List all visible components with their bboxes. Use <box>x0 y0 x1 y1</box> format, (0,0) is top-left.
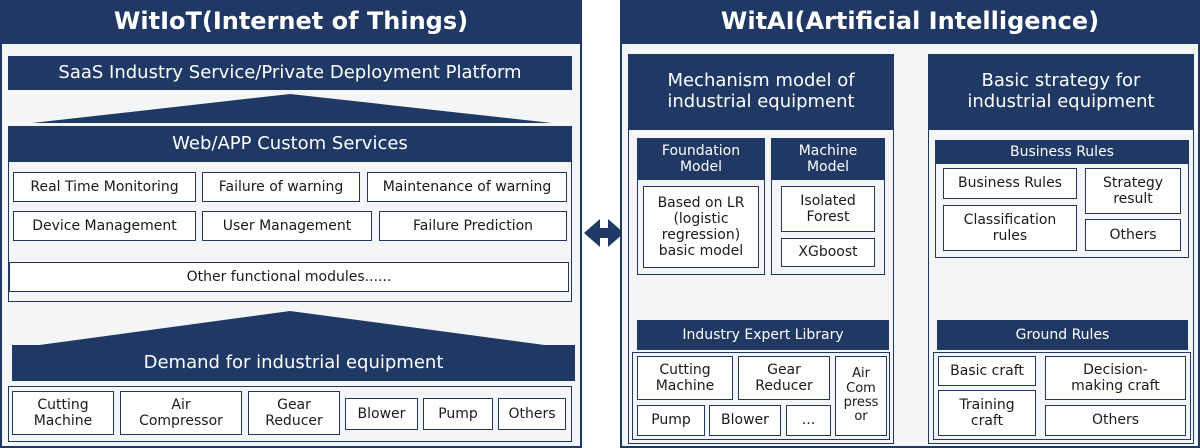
other-functional-modules: Other functional modules...... <box>9 262 569 292</box>
service-device-management: Device Management <box>13 211 196 241</box>
library-air-compressor: Air Com press or <box>835 356 887 436</box>
library-blower: Blower <box>709 405 781 436</box>
ground-rules-title: Ground Rules <box>937 320 1188 350</box>
library-gear-reducer: Gear Reducer <box>738 356 830 400</box>
equipment-gear-reducer: Gear Reducer <box>248 391 340 435</box>
iot-ai-double-arrow <box>584 219 624 247</box>
rule-strategy-result: Strategy result <box>1085 168 1181 214</box>
library-more: ... <box>786 405 831 436</box>
craft-decision-making: Decision- making craft <box>1045 356 1186 400</box>
craft-basic: Basic craft <box>938 356 1036 386</box>
platform-support-triangle <box>32 94 552 346</box>
industry-expert-library-banner: Industry Expert Library <box>637 320 889 350</box>
equipment-pump: Pump <box>423 398 493 430</box>
service-maintenance-warning: Maintenance of warning <box>367 172 567 202</box>
craft-others: Others <box>1045 405 1186 436</box>
rule-others: Others <box>1085 219 1181 251</box>
witiot-title: WitIoT(Internet of Things) <box>0 0 582 44</box>
business-rules-title: Business Rules <box>935 140 1189 164</box>
rule-business-rules: Business Rules <box>943 168 1077 199</box>
library-pump: Pump <box>637 405 705 436</box>
equipment-others: Others <box>498 398 566 430</box>
craft-training: Training craft <box>938 390 1036 436</box>
service-failure-prediction: Failure Prediction <box>379 211 567 241</box>
library-cutting-machine: Cutting Machine <box>637 356 733 400</box>
basic-strategy-banner: Basic strategy for industrial equipment <box>928 54 1194 130</box>
service-real-time-monitoring: Real Time Monitoring <box>13 172 196 202</box>
machine-model-title: Machine Model <box>771 138 885 180</box>
equipment-cutting-machine: Cutting Machine <box>12 391 114 435</box>
isolated-forest: Isolated Forest <box>781 186 875 232</box>
equipment-air-compressor: Air Compressor <box>120 391 242 435</box>
equipment-blower: Blower <box>345 398 418 430</box>
service-failure-warning: Failure of warning <box>202 172 360 202</box>
web-app-services-banner: Web/APP Custom Services <box>8 126 572 162</box>
witai-title: WitAI(Artificial Intelligence) <box>620 0 1200 44</box>
lr-basic-model: Based on LR (logistic regression) basic … <box>643 186 759 268</box>
rule-classification: Classification rules <box>943 205 1077 251</box>
service-user-management: User Management <box>202 211 372 241</box>
xgboost: XGboost <box>781 238 875 267</box>
foundation-model-title: Foundation Model <box>637 138 765 180</box>
saas-platform-banner: SaaS Industry Service/Private Deployment… <box>8 56 572 90</box>
mechanism-model-banner: Mechanism model of industrial equipment <box>628 54 894 130</box>
demand-banner: Demand for industrial equipment <box>12 345 575 381</box>
